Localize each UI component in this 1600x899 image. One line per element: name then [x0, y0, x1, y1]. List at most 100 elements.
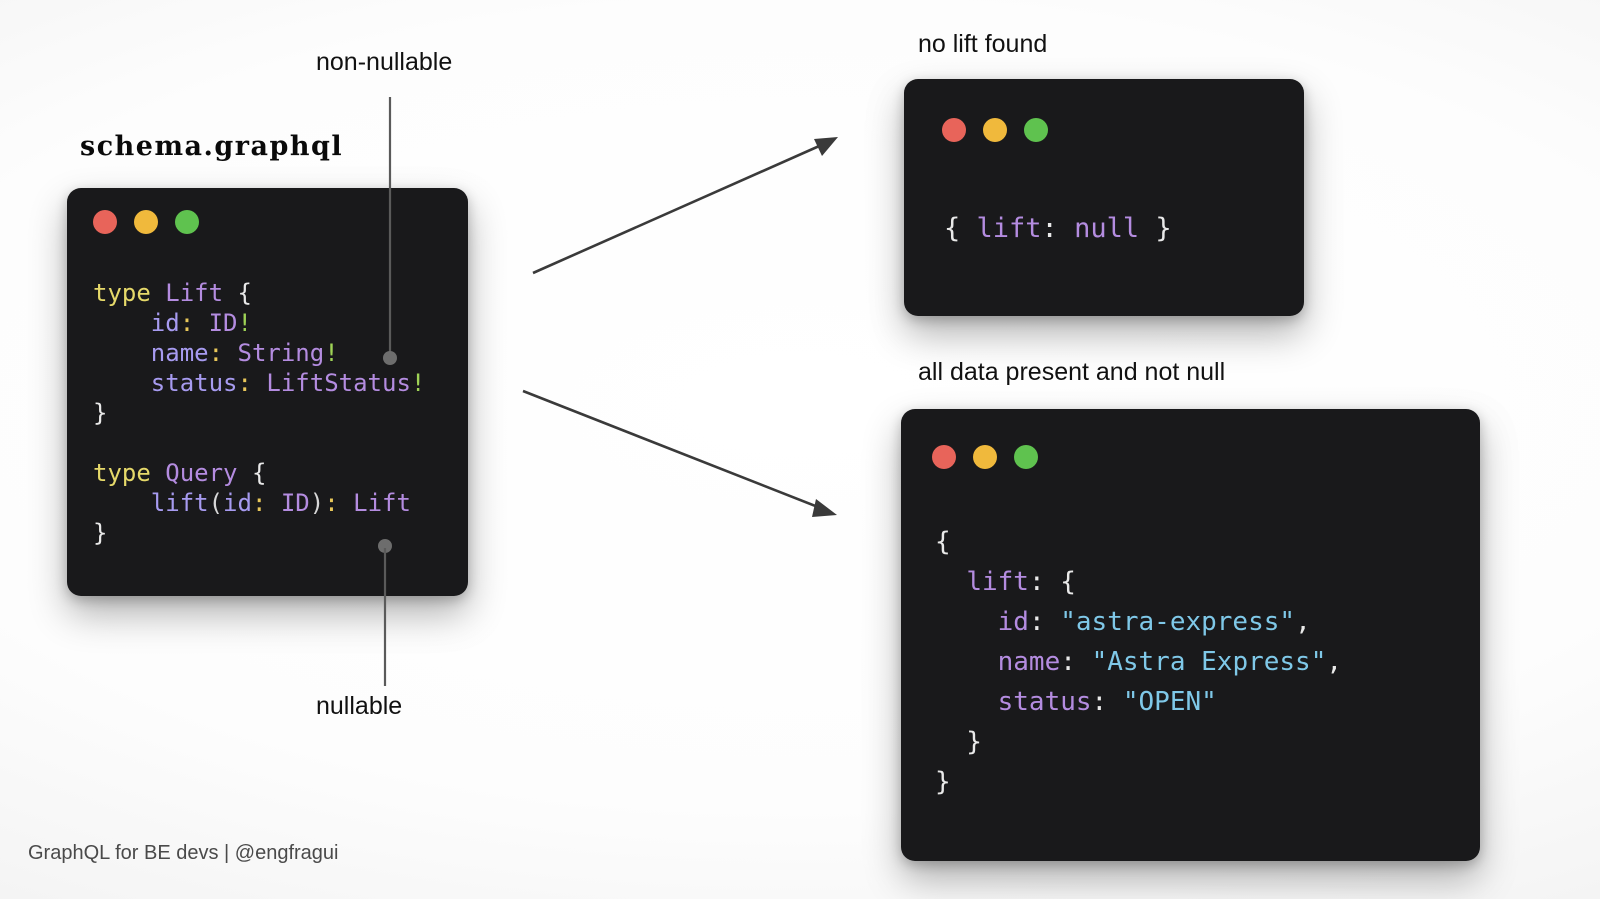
code-token [194, 309, 208, 337]
annotation-non-nullable-label: non-nullable [316, 48, 453, 76]
code-token [935, 687, 998, 717]
code-line: id: ID! [93, 308, 425, 338]
code-token: name [150, 339, 209, 367]
code-token: } [1139, 213, 1172, 244]
code-token: lift [976, 213, 1042, 244]
code-token: ID [208, 309, 238, 337]
code-token: { [935, 527, 951, 557]
code-token: type [93, 459, 151, 487]
code-token: Lift [165, 279, 224, 307]
code-token: null [1074, 213, 1140, 244]
code-line: name: String! [93, 338, 425, 368]
code-token: ) [309, 489, 325, 517]
code-token: : [324, 489, 339, 517]
code-token: : [208, 339, 224, 367]
code-line: } [935, 722, 1342, 762]
code-line: status: "OPEN" [935, 682, 1342, 722]
full-window-controls [932, 445, 1038, 469]
result-null-code-block: { lift: null } [944, 212, 1172, 246]
code-line: type Query { [93, 458, 425, 488]
footer-credit: GraphQL for BE devs | @engfragui [28, 842, 339, 864]
code-line: lift: { [935, 562, 1342, 602]
code-token [151, 279, 165, 307]
code-line: name: "Astra Express", [935, 642, 1342, 682]
code-line: } [93, 398, 425, 428]
close-dot-icon[interactable] [942, 118, 966, 142]
code-token: id [997, 607, 1029, 637]
code-token [93, 309, 151, 337]
code-token [238, 459, 252, 487]
maximize-dot-icon[interactable] [175, 210, 199, 234]
code-token: : [251, 489, 267, 517]
code-token: , [1326, 647, 1343, 677]
result-full-caption: all data present and not null [918, 358, 1226, 386]
code-token: , [1295, 607, 1311, 637]
code-token [1045, 607, 1061, 637]
minimize-dot-icon[interactable] [983, 118, 1007, 142]
code-token [266, 489, 280, 517]
schema-code-window: type Lift { id: ID! name: String! status… [67, 188, 468, 596]
null-window-controls [942, 118, 1048, 142]
code-line: type Lift { [93, 278, 425, 308]
code-line: } [935, 762, 1342, 802]
code-line [93, 428, 425, 458]
code-token: { [1044, 567, 1076, 597]
minimize-dot-icon[interactable] [973, 445, 997, 469]
code-line: id: "astra-express", [935, 602, 1342, 642]
code-token: : [237, 369, 252, 397]
code-token: lift [150, 489, 209, 517]
minimize-dot-icon[interactable] [134, 210, 158, 234]
code-line: { [935, 522, 1342, 562]
code-token: } [93, 519, 108, 547]
code-token [935, 567, 966, 597]
schema-code-block: type Lift { id: ID! name: String! status… [93, 278, 425, 548]
code-token: "OPEN" [1122, 687, 1217, 717]
result-full-code-block: { lift: { id: "astra-express", name: "As… [935, 522, 1342, 802]
code-token: { [237, 279, 252, 307]
code-token: : [1060, 647, 1076, 677]
code-token: } [935, 767, 951, 797]
code-token: ! [237, 309, 252, 337]
code-token: Query [165, 459, 238, 487]
code-token: lift [966, 567, 1029, 597]
code-line: status: LiftStatus! [93, 368, 426, 398]
code-token: { [251, 459, 267, 487]
code-token: status [150, 369, 238, 397]
code-token: } [935, 727, 982, 757]
code-token: ! [410, 369, 426, 397]
schema-file-title: schema.graphql [80, 131, 344, 162]
code-line: } [93, 518, 425, 548]
maximize-dot-icon[interactable] [1024, 118, 1048, 142]
code-token: ! [324, 339, 339, 367]
code-token: : [179, 309, 195, 337]
annotation-nullable-label: nullable [316, 692, 403, 720]
code-token: : [1028, 567, 1045, 597]
code-token: : [1028, 607, 1045, 637]
result-full-window: { lift: { id: "astra-express", name: "As… [901, 409, 1480, 861]
close-dot-icon[interactable] [932, 445, 956, 469]
code-token: } [93, 399, 108, 427]
code-token [151, 459, 165, 487]
code-token [223, 279, 237, 307]
code-line: { lift: null } [944, 212, 1172, 246]
code-token [93, 429, 107, 457]
code-token: : [1091, 687, 1108, 717]
code-token [1058, 213, 1074, 244]
code-token [93, 339, 151, 367]
code-token [339, 489, 353, 517]
code-token: Lift [353, 489, 411, 517]
code-token [1076, 647, 1092, 677]
code-token [252, 369, 266, 397]
result-null-caption: no lift found [918, 30, 1048, 58]
code-line: lift(id: ID): Lift [93, 488, 425, 518]
code-token: LiftStatus [266, 369, 411, 397]
code-token: ( [208, 489, 224, 517]
maximize-dot-icon[interactable] [1014, 445, 1038, 469]
code-token: ID [280, 489, 310, 517]
code-token: : [1041, 213, 1058, 244]
code-token [935, 647, 998, 677]
code-token [935, 607, 998, 637]
code-token: status [997, 687, 1092, 717]
close-dot-icon[interactable] [93, 210, 117, 234]
